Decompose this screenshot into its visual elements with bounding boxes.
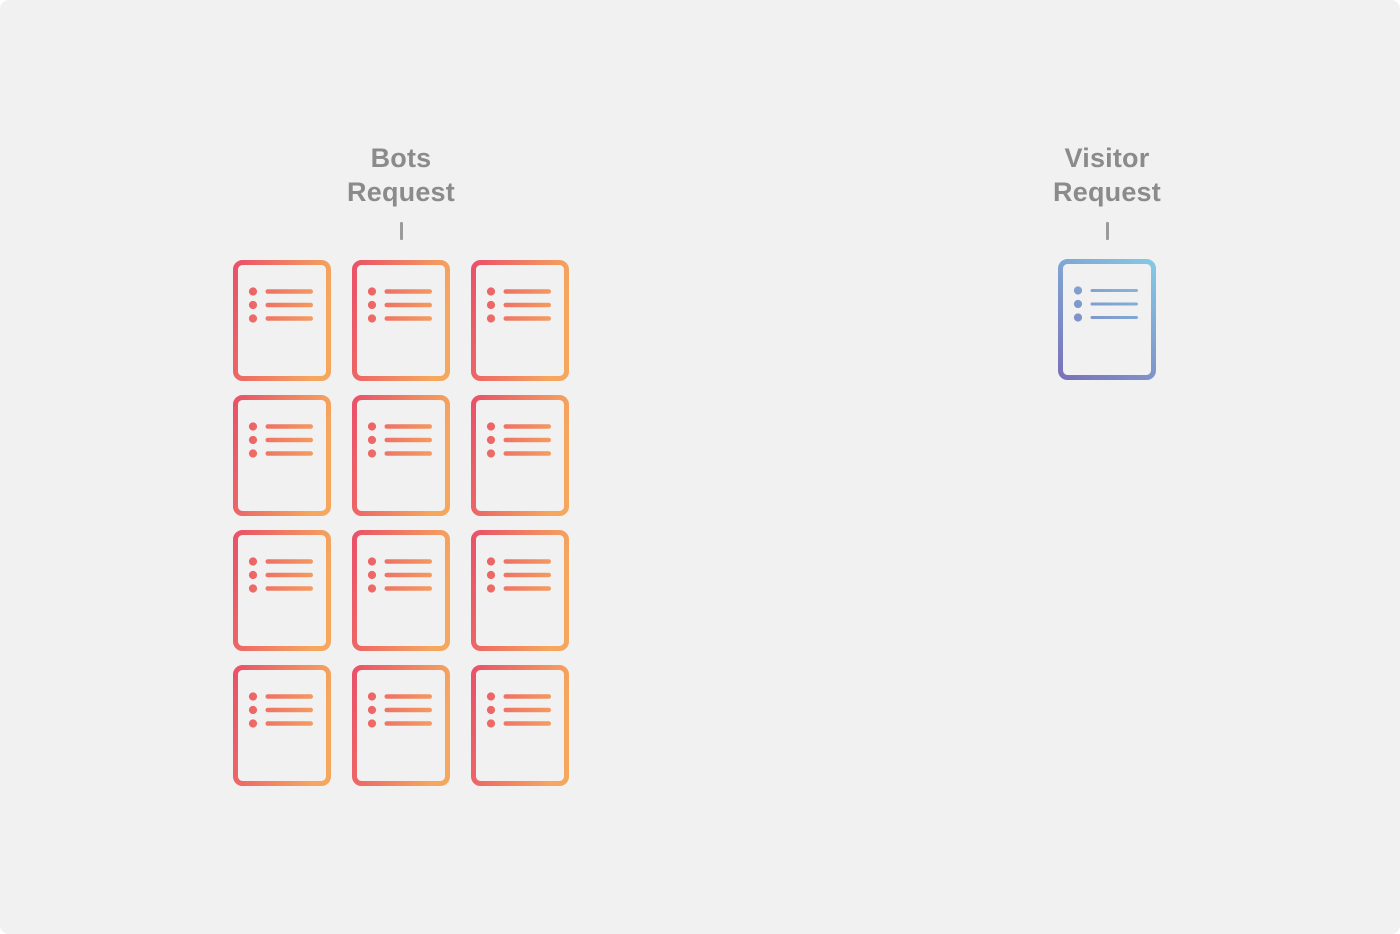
document-list-icon (352, 665, 450, 786)
document-list-icon (352, 395, 450, 516)
visitor-request-label: Visitor Request (1007, 141, 1207, 209)
document-list-icon (233, 530, 331, 651)
bots-request-label: Bots Request (233, 141, 569, 209)
document-list-icon (233, 395, 331, 516)
document-list-icon (471, 395, 569, 516)
document-list-icon (233, 260, 331, 381)
visitor-request-label-line1: Visitor (1064, 143, 1150, 173)
bots-request-label-line1: Bots (370, 143, 432, 173)
document-list-icon (233, 665, 331, 786)
visitor-request-slot (1058, 259, 1156, 380)
document-list-icon (471, 665, 569, 786)
document-list-icon (471, 260, 569, 381)
document-list-icon (1058, 259, 1156, 380)
visitor-request-label-line2: Request (1053, 177, 1161, 207)
document-list-icon (352, 260, 450, 381)
document-list-icon (471, 530, 569, 651)
connector-tick (1106, 222, 1109, 240)
document-list-icon (352, 530, 450, 651)
bots-request-grid (233, 260, 569, 786)
bots-request-label-line2: Request (347, 177, 455, 207)
connector-tick (400, 222, 403, 240)
